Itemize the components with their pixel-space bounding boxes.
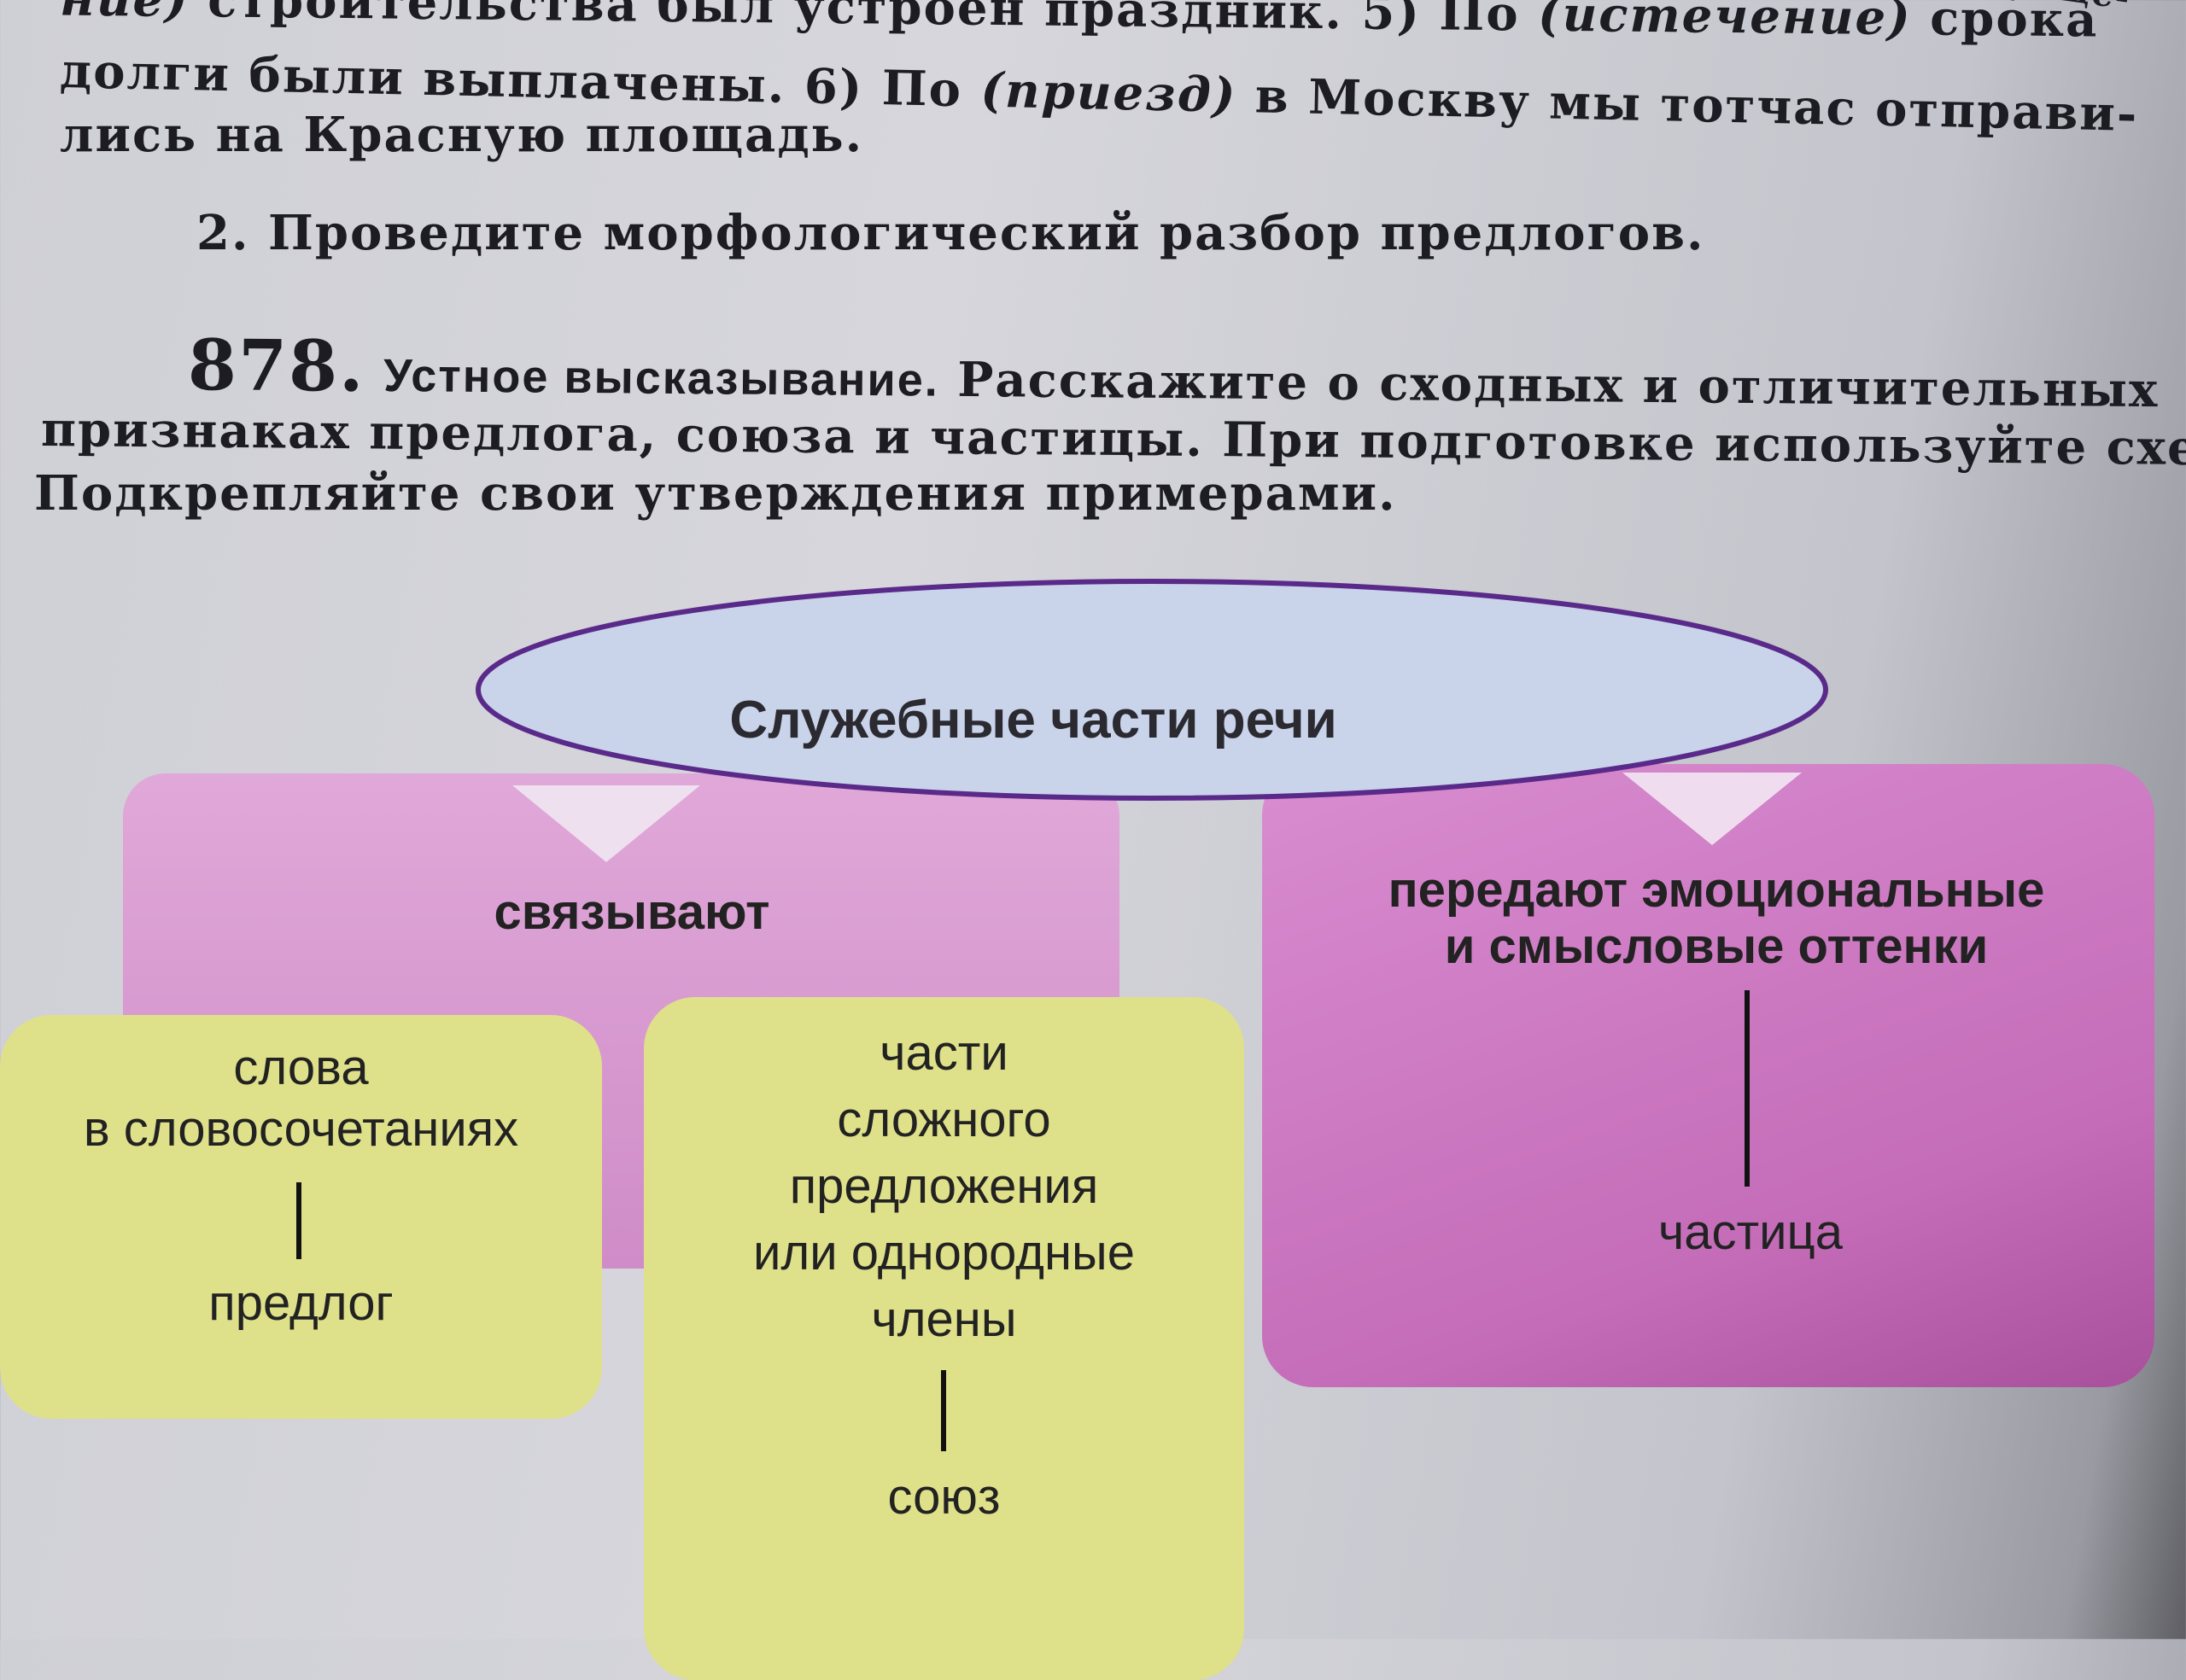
connector-line	[1745, 990, 1750, 1187]
box-2-line: части	[880, 1025, 1008, 1081]
box-2-leaf: союз	[887, 1469, 1001, 1525]
root-label: Служебные части речи	[729, 691, 1337, 750]
right-branch-box	[1262, 764, 2154, 1387]
box-2-text: части сложного предложения или однородны…	[644, 1020, 1244, 1353]
box-1-leaf: предлог	[208, 1275, 394, 1331]
text-line-3: лись на Красную площадь.	[60, 107, 864, 163]
box-2-line: предложения	[789, 1158, 1099, 1214]
box-2-line: или однородные	[753, 1225, 1135, 1280]
box-2	[644, 997, 1244, 1680]
left-arrow	[512, 785, 700, 862]
exercise-line-3: Подкрепляйте свои утверждения примерами.	[34, 465, 1397, 522]
box-2-line: члены	[871, 1292, 1017, 1347]
box-1-text: слова в словосочетаниях	[0, 1037, 602, 1160]
root-ellipse	[476, 579, 1828, 801]
right-branch-label: передают эмоциональные и смысловые оттен…	[1332, 862, 2101, 975]
connector-line	[941, 1370, 946, 1451]
box-1-line: слова	[233, 1040, 369, 1095]
box-2-line: сложного	[837, 1092, 1051, 1147]
right-arrow	[1622, 773, 1802, 845]
task-2: 2. Проведите морфологический разбор пред…	[196, 205, 1705, 261]
right-leaf-label: частица	[1658, 1205, 1843, 1260]
right-branch-line: передают эмоциональные	[1388, 862, 2045, 918]
box-1-line: в словосочетаниях	[83, 1101, 519, 1157]
connector-line	[296, 1182, 301, 1259]
right-branch-line: и смысловые оттенки	[1444, 919, 1989, 974]
left-branch-label: связывают	[494, 884, 770, 940]
diagram-shapes	[476, 579, 1828, 862]
